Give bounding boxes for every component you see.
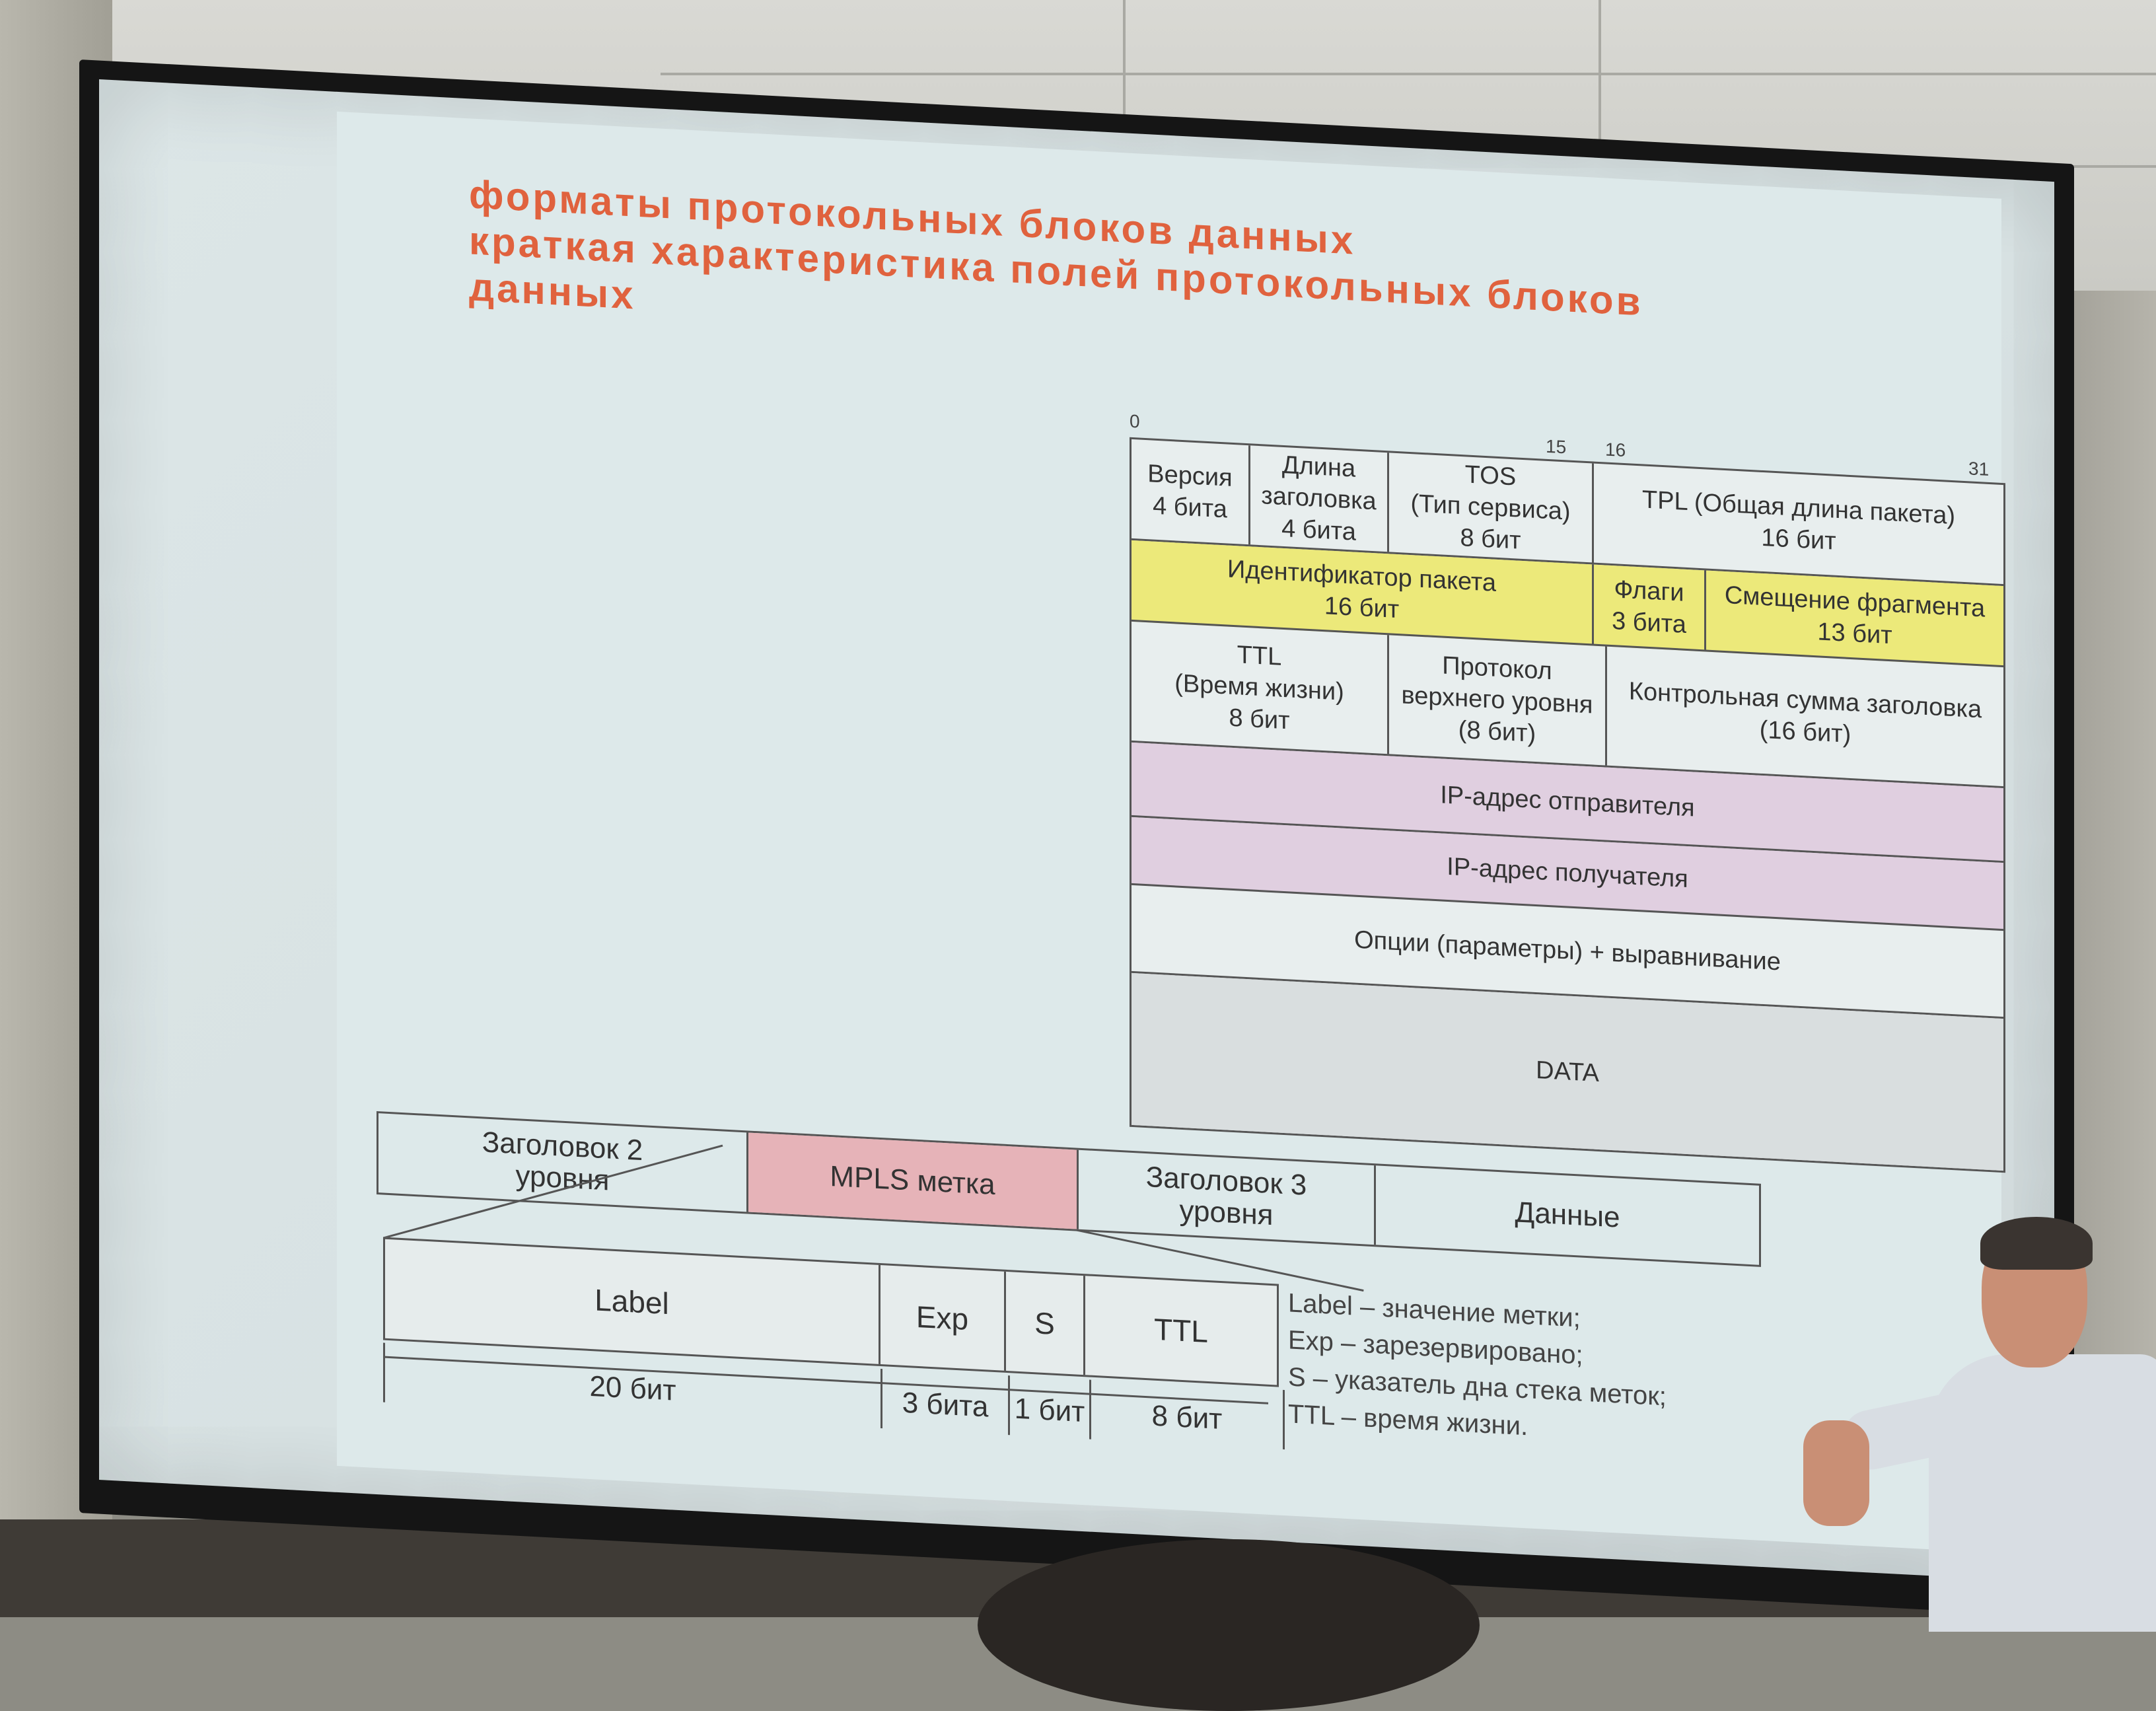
cell-text: Заголовок 3 (1145, 1161, 1307, 1202)
cell-text: TTL (1237, 641, 1282, 671)
cell-text: Флаги (1614, 575, 1684, 607)
checksum-cell: Контрольная сумма заголовка (16 бит) (1607, 647, 2003, 786)
bit-width-label: 3 бита (880, 1368, 1008, 1436)
cell-text: 4 бита (1281, 514, 1356, 546)
payload-cell: Данные (1515, 1196, 1620, 1234)
l2-header-cell: Заголовок 2 уровня (378, 1113, 748, 1212)
slide: форматы протокольных блоков данных кратк… (337, 111, 2005, 1553)
ceiling-tile-seam (661, 73, 2156, 75)
label-field: Label (385, 1239, 880, 1364)
bit-width-label: 8 бит (1089, 1379, 1285, 1450)
presenter-hand (1803, 1420, 1869, 1526)
fragment-offset-cell: Смещение фрагмента 13 бит (1706, 571, 2003, 666)
cell-text: верхнего уровня (1401, 681, 1593, 719)
mpls-legend: Label – значение метки; Exp – зарезервир… (1288, 1284, 1667, 1452)
cell-text: Длина (1281, 451, 1356, 483)
l3-header-cell: Заголовок 3 уровня (1079, 1149, 1376, 1245)
mpls-label-cell: MPLS метка (748, 1132, 1079, 1229)
bit-marker: 31 (1968, 458, 1990, 480)
header-length-cell: Длина заголовка 4 бита (1250, 445, 1389, 552)
audience-head (978, 1539, 1480, 1711)
cell-text: 8 бит (1229, 704, 1290, 735)
cell-text: 8 бит (1460, 523, 1521, 555)
cell-text: уровня (1179, 1194, 1274, 1232)
tos-cell: TOS (Тип сервиса) 8 бит (1389, 453, 1594, 563)
cell-text: 3 бита (1612, 607, 1686, 639)
cell-text: Протокол (1442, 651, 1552, 686)
cell-text: 16 бит (1761, 523, 1836, 556)
slide-title: форматы протокольных блоков данных кратк… (469, 171, 1988, 390)
presenter (1803, 1217, 2156, 1632)
cell-text: 13 бит (1817, 618, 1892, 650)
ip-header-diagram: Версия 4 бита Длина заголовка 4 бита TOS… (1130, 437, 2005, 1173)
cell-text: (Тип сервиса) (1410, 490, 1571, 526)
bit-marker: 0 (1130, 410, 1140, 432)
cell-text: (16 бит) (1759, 715, 1851, 748)
cell-text: Заголовок 2 (482, 1126, 643, 1167)
flags-cell: Флаги 3 бита (1594, 564, 1706, 650)
cell-text: TOS (1464, 460, 1517, 491)
bit-marker: 15 (1546, 435, 1567, 458)
cell-text: Версия (1147, 460, 1233, 492)
ttl-cell: TTL (Время жизни) 8 бит (1132, 621, 1389, 754)
bit-width-label: 1 бит (1008, 1375, 1089, 1439)
bit-marker: 16 (1605, 439, 1626, 461)
cell-text: 4 бита (1153, 491, 1227, 524)
cell-text: (Время жизни) (1174, 669, 1344, 706)
ttl-field: TTL (1154, 1311, 1208, 1349)
exp-field: Exp (880, 1264, 1006, 1371)
protocol-cell: Протокол верхнего уровня (8 бит) (1389, 635, 1607, 766)
cell-text: заголовка (1261, 482, 1377, 516)
cell-text: 16 бит (1324, 592, 1400, 624)
s-field: S (1006, 1271, 1085, 1375)
tpl-cell: TPL (Общая длина пакета) 16 бит (1594, 464, 2003, 584)
projection-screen: форматы протокольных блоков данных кратк… (99, 79, 2054, 1583)
version-cell: Версия 4 бита (1132, 439, 1250, 545)
cell-text: (8 бит) (1458, 715, 1536, 748)
presenter-hair (1980, 1217, 2093, 1270)
